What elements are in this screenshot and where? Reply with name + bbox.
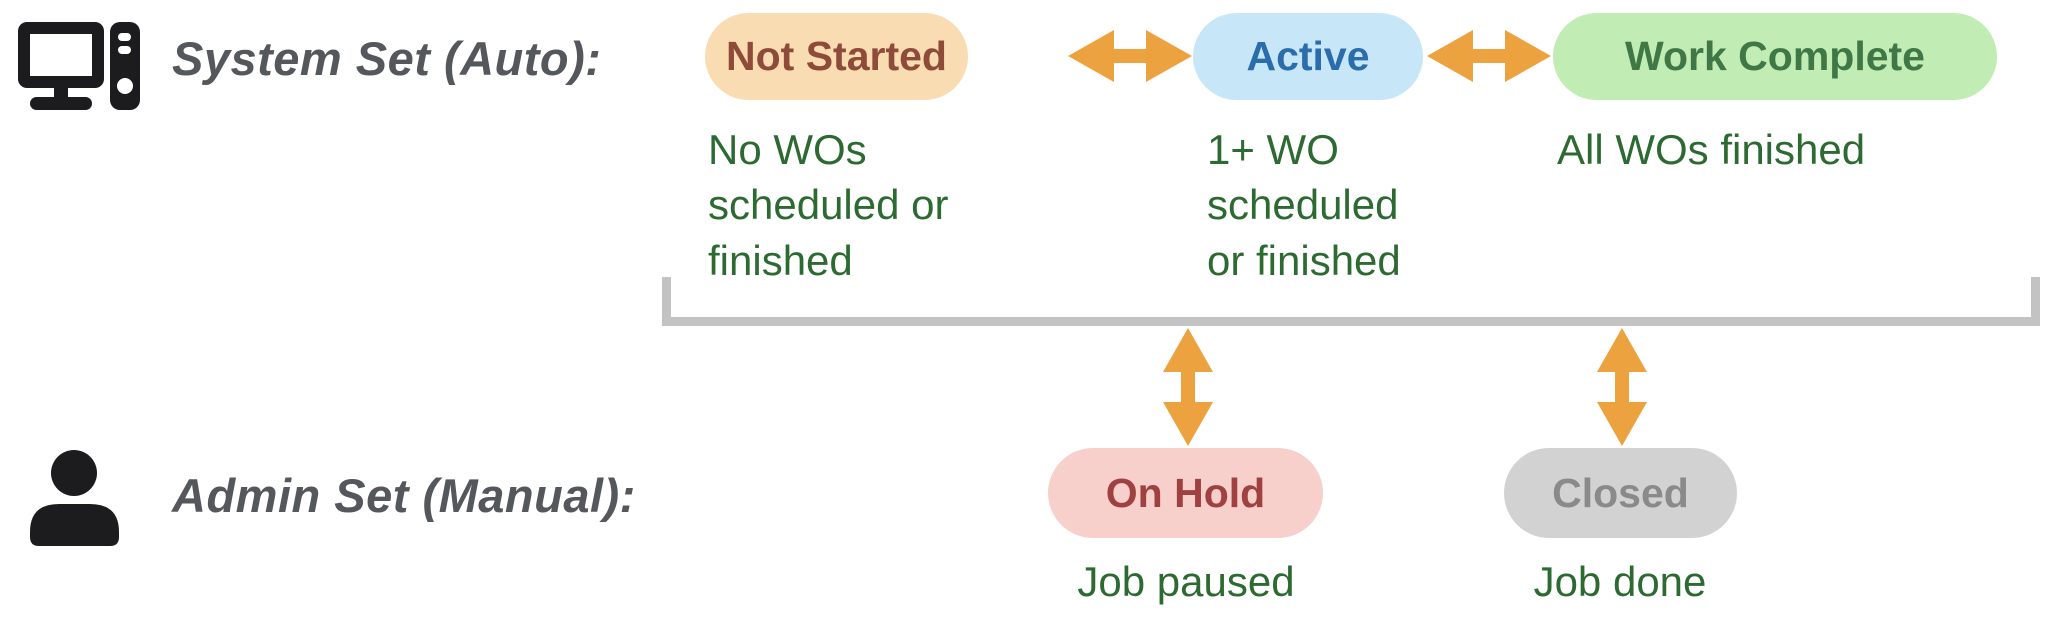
description-on-hold: Job paused: [1077, 558, 1295, 605]
person-icon: [29, 448, 121, 546]
status-pill-work-complete-label: Work Complete: [1625, 33, 1925, 79]
computer-icon: [18, 22, 140, 110]
system-row-label: System Set (Auto):: [172, 32, 602, 85]
status-pill-active: Active: [1193, 13, 1423, 100]
status-pill-on-hold-label: On Hold: [1105, 469, 1266, 516]
status-pill-closed-label: Closed: [1552, 469, 1689, 516]
description-closed: Job done: [1533, 558, 1707, 605]
description-active: 1+ WO scheduled or finished: [1207, 126, 1401, 284]
vertical-double-arrow-icon: [1160, 328, 1216, 446]
status-pill-active-label: Active: [1246, 33, 1370, 79]
bracket-horizontal-line: [662, 317, 2040, 326]
status-pill-work-complete: Work Complete: [1553, 13, 1997, 100]
vertical-double-arrow-icon: [1594, 328, 1650, 446]
double-arrow-icon: [1068, 28, 1192, 84]
description-work-complete: All WOs finished: [1557, 126, 1866, 173]
bracket-right-tick: [2031, 277, 2040, 326]
bracket-left-tick: [662, 277, 671, 326]
status-pill-not-started-label: Not Started: [726, 33, 947, 79]
status-pill-closed: Closed: [1504, 448, 1737, 538]
double-arrow-icon: [1427, 28, 1551, 84]
admin-row-label: Admin Set (Manual):: [172, 469, 636, 522]
description-not-started: No WOs scheduled or finished: [708, 126, 949, 284]
status-pill-not-started: Not Started: [705, 13, 968, 100]
status-pill-on-hold: On Hold: [1048, 448, 1323, 538]
